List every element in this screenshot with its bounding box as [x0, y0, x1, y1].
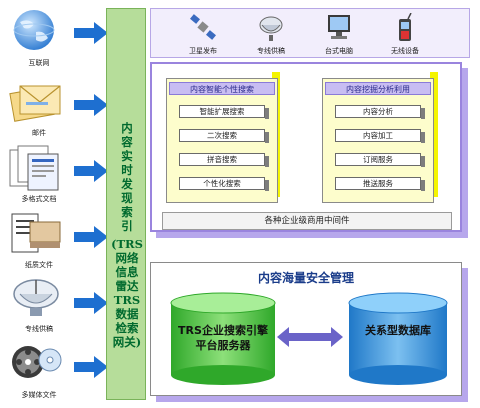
source-email: 邮件 — [0, 76, 78, 138]
middle-char: 检索 — [115, 321, 139, 335]
source-feed: 专线供稿 — [0, 272, 78, 334]
database-label: 关系型数据库 — [365, 324, 431, 337]
documents-icon — [9, 145, 59, 191]
mining-group-title: 内容挖掘分析利用 — [325, 82, 431, 95]
database-cylinder — [348, 292, 448, 385]
mining-item[interactable]: 推送服务 — [335, 177, 425, 191]
middle-char: 索 — [121, 205, 133, 219]
source-internet: 互联网 — [0, 6, 78, 68]
storage-title: 内容海量安全管理 — [257, 271, 354, 285]
middle-char: 实 — [121, 149, 133, 163]
bidirectional-arrow-icon — [277, 327, 343, 347]
middle-char: 现 — [121, 191, 133, 205]
middle-char: 时 — [121, 163, 133, 177]
mining-group: 内容挖掘分析利用 内容分析 内容加工 订阅服务 推送服务 — [322, 78, 434, 203]
output-label: 台式电脑 — [325, 47, 353, 55]
mobile-icon — [399, 13, 412, 41]
source-documents: 多格式文档 — [0, 142, 78, 204]
source-multimedia: 多媒体文件 — [0, 338, 78, 400]
search-item[interactable]: 拼音搜索 — [179, 153, 269, 167]
output-channels-bar: 卫星发布 专线供稿 台式电脑 无线设备 — [150, 8, 470, 58]
search-item[interactable]: 智能扩展搜索 — [179, 105, 269, 119]
mining-item[interactable]: 内容分析 — [335, 105, 425, 119]
desktop-icon — [328, 15, 350, 39]
arrow-right-icon — [74, 226, 108, 248]
middle-char: 数据 — [115, 307, 139, 321]
realtime-index-column: 内 容 实 时 发 现 索 引 (TRS 网络 信息 雷达 TRS 数据 检索 … — [106, 8, 146, 400]
dish-icon — [259, 16, 283, 41]
arrow-right-icon — [74, 94, 108, 116]
mining-group-shadow — [430, 72, 438, 197]
middle-char: 网络 — [115, 251, 139, 265]
arrow-right-icon — [74, 160, 108, 182]
source-label: 邮件 — [32, 129, 46, 137]
middle-char: 信息 — [115, 265, 139, 279]
middleware-bar: 各种企业级商用中间件 — [162, 212, 452, 230]
output-wireless: 无线设备 — [375, 13, 435, 57]
output-label: 专线供稿 — [257, 47, 285, 55]
arrow-right-icon — [74, 22, 108, 44]
satellite-dish-icon — [13, 279, 59, 316]
engine-label: TRS企业搜索引擎平台服务器 — [178, 324, 268, 352]
search-group: 内容智能个性搜索 智能扩展搜索 二次搜索 拼音搜索 个性化搜索 — [166, 78, 278, 203]
envelope-icon — [9, 85, 61, 122]
engine-cylinder — [170, 292, 276, 385]
mining-item[interactable]: 订阅服务 — [335, 153, 425, 167]
middle-char: 引 — [121, 219, 133, 233]
globe-icon — [13, 10, 55, 50]
middle-char: 网关) — [112, 335, 142, 349]
source-label: 专线供稿 — [25, 325, 53, 333]
output-label: 无线设备 — [391, 47, 419, 55]
source-label: 多媒体文件 — [21, 391, 57, 399]
middle-char: (TRS — [111, 237, 143, 251]
mining-item[interactable]: 内容加工 — [335, 129, 425, 143]
satellite-icon — [190, 14, 216, 40]
output-satellite: 卫星发布 — [173, 13, 233, 57]
arrow-right-icon — [74, 292, 108, 314]
middle-char: 发 — [121, 177, 133, 191]
output-label: 卫星发布 — [189, 47, 217, 55]
middle-char: TRS — [113, 293, 141, 307]
source-label: 纸质文件 — [25, 261, 53, 269]
output-feed: 专线供稿 — [241, 13, 301, 57]
paper-file-icon — [11, 213, 61, 253]
arrow-right-icon — [74, 356, 108, 378]
services-panel: 内容智能个性搜索 智能扩展搜索 二次搜索 拼音搜索 个性化搜索 内容挖掘分析利用… — [150, 62, 462, 232]
output-desktop: 台式电脑 — [309, 13, 369, 57]
source-label: 多格式文档 — [21, 195, 57, 203]
storage-panel: 内容海量安全管理 TRS企业搜索引擎平台服务器 关系型数据库 — [150, 262, 462, 396]
search-group-title: 内容智能个性搜索 — [169, 82, 275, 95]
middle-char: 内 — [121, 121, 133, 135]
search-item[interactable]: 个性化搜索 — [179, 177, 269, 191]
source-paper: 纸质文件 — [0, 208, 78, 270]
source-label: 互联网 — [28, 59, 50, 67]
film-reel-icon — [12, 346, 62, 378]
search-item[interactable]: 二次搜索 — [179, 129, 269, 143]
middle-char: 雷达 — [115, 279, 139, 293]
middle-char: 容 — [121, 135, 133, 149]
